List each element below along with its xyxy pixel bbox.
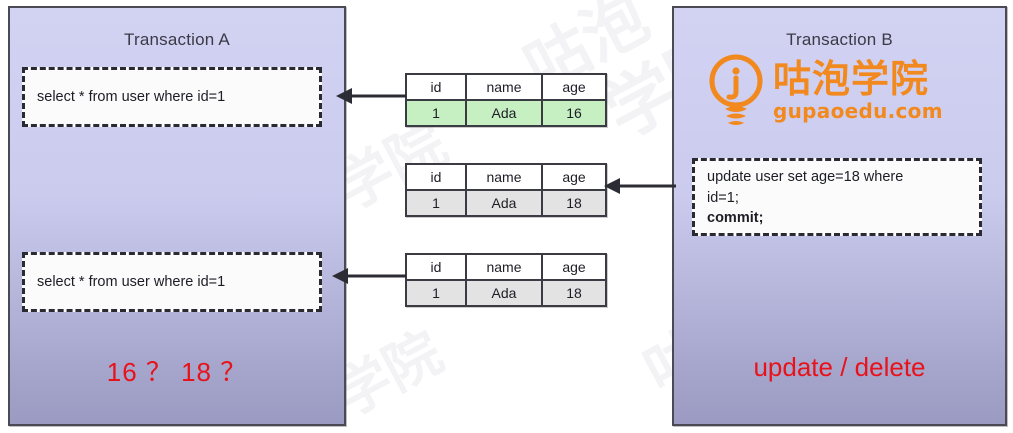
gupaoedu-logo: 咕泡学院 gupaoedu.com: [705, 50, 975, 132]
table-header-cell: id: [405, 73, 467, 101]
table-header-cell: name: [465, 163, 543, 191]
sql-text-line2: id=1;: [707, 189, 739, 206]
table-header-row: id name age: [405, 163, 607, 191]
table-header-cell: age: [541, 73, 607, 101]
sql-statement-box-a2: select * from user where id=1: [22, 252, 322, 312]
table-cell-name: Ada: [465, 189, 543, 217]
table-cell-age: 16: [541, 99, 607, 127]
transaction-a-title: Transaction A: [124, 30, 230, 49]
table-data-row: 1 Ada 18: [405, 279, 607, 307]
logo-chinese-name: 咕泡学院: [773, 56, 930, 101]
sql-text: select * from user where id=1: [37, 273, 226, 290]
table-cell-id: 1: [405, 189, 467, 217]
table-header-row: id name age: [405, 73, 607, 101]
table-cell-age: 18: [541, 189, 607, 217]
arrow-left-icon: [604, 178, 676, 194]
transaction-b-title: Transaction B: [786, 30, 893, 49]
table-cell-name: Ada: [465, 279, 543, 307]
table-header-cell: age: [541, 253, 607, 281]
table-cell-id: 1: [405, 99, 467, 127]
sql-text-commit: commit;: [707, 210, 764, 227]
table-cell-age: 18: [541, 279, 607, 307]
arrow-left-icon: [336, 88, 406, 104]
sql-text: select * from user where id=1: [37, 88, 226, 105]
table-row: id name age 1 Ada 18: [405, 163, 607, 217]
logo-wordmark: 咕泡学院 gupaoedu.com: [773, 56, 943, 124]
transaction-b-note: update / delete: [753, 352, 926, 382]
transaction-a-note: 16 ？ 18 ？: [106, 357, 248, 387]
lightbulb-icon: [709, 54, 763, 125]
sql-text-line1: update user set age=18 where: [707, 169, 904, 186]
table-data-row: 1 Ada 18: [405, 189, 607, 217]
table-row: id name age 1 Ada 18: [405, 253, 607, 307]
table-header-cell: id: [405, 253, 467, 281]
table-cell-name: Ada: [465, 99, 543, 127]
table-data-row: 1 Ada 16: [405, 99, 607, 127]
table-header-cell: name: [465, 253, 543, 281]
sql-statement-box-a1: select * from user where id=1: [22, 67, 322, 127]
table-header-cell: name: [465, 73, 543, 101]
table-row: id name age 1 Ada 16: [405, 73, 607, 127]
table-header-cell: id: [405, 163, 467, 191]
table-header-cell: age: [541, 163, 607, 191]
sql-statement-box-b1: update user set age=18 where id=1; commi…: [692, 158, 982, 236]
logo-domain: gupaoedu.com: [773, 99, 943, 124]
table-header-row: id name age: [405, 253, 607, 281]
table-cell-id: 1: [405, 279, 467, 307]
